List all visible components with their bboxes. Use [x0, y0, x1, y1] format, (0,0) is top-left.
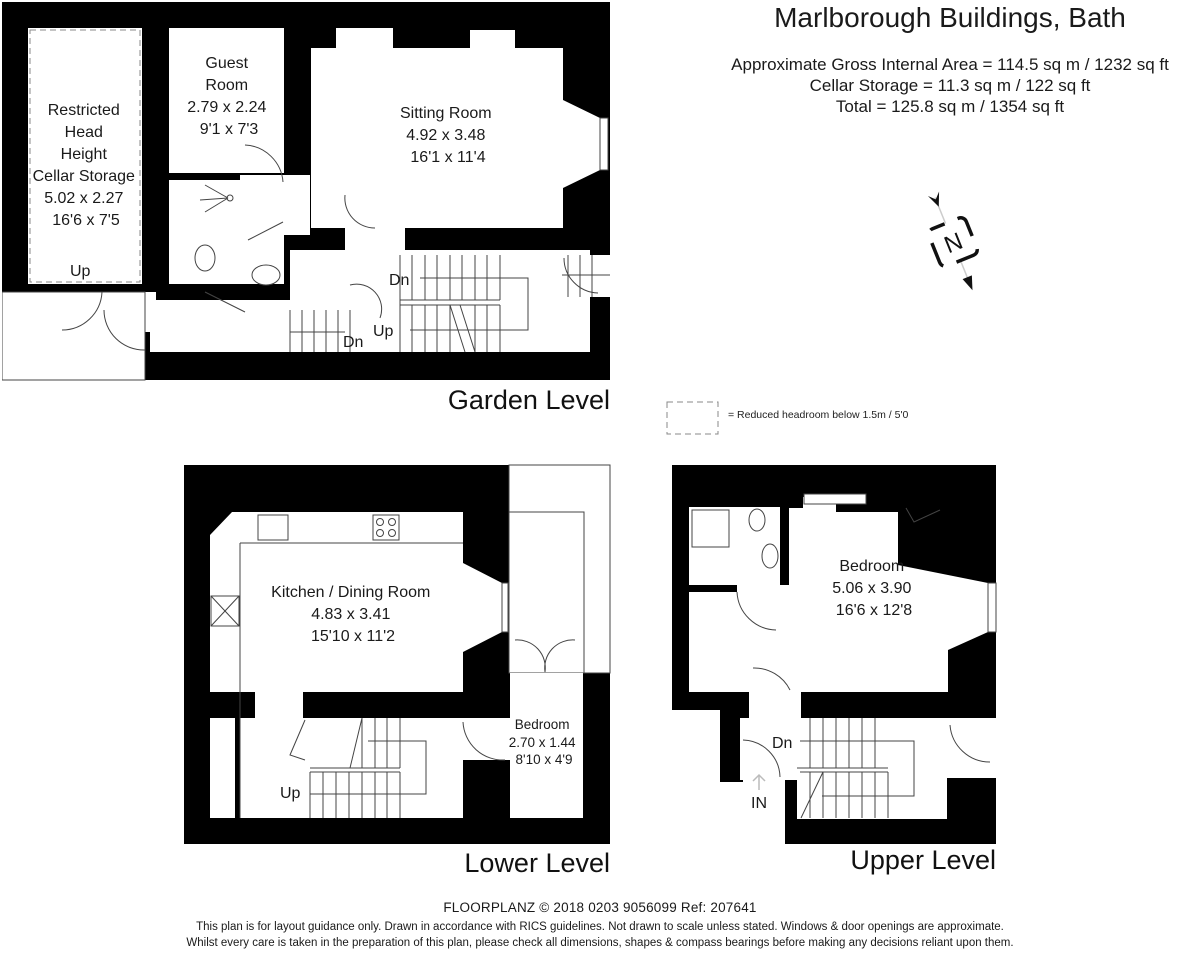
fireplace-icon [803, 493, 867, 505]
basin-icon [251, 264, 281, 286]
sitting-room-label: Sitting Room 4.92 x 3.48 16'1 x 11'4 [400, 105, 496, 166]
shower-tray-icon [691, 509, 730, 548]
lower-level-plan: Kitchen / Dining Room 4.83 x 3.41 15'10 … [184, 464, 611, 878]
kitchen-counter [239, 542, 463, 818]
garden-level-plan: Restricted Head Height Cellar Storage 5.… [0, 2, 610, 415]
upper-basin-icon [761, 543, 779, 569]
lower-doors [462, 639, 576, 761]
entrance-arrow-icon [752, 773, 766, 790]
hob-icon [372, 514, 400, 541]
legend-dashed-box-icon [666, 401, 719, 435]
kitchen-dining-room [210, 512, 502, 692]
upper-bedroom [689, 497, 988, 692]
guest-room [169, 28, 284, 173]
stair-up-cellar: Up [70, 263, 91, 280]
sitting-room [311, 28, 600, 228]
footer-brand: FLOORPLANZ © 2018 0203 9056099 Ref: 2076… [443, 900, 757, 915]
upper-level-plan: Bedroom 5.06 x 3.90 16'6 x 12'8 Dn IN Up… [672, 465, 997, 875]
sink-icon [257, 514, 289, 541]
lower-bedroom-label: Bedroom 2.70 x 1.44 8'10 x 4'9 [509, 717, 580, 767]
north-compass-icon: N [927, 191, 979, 291]
reduced-headroom-outline [29, 29, 141, 283]
kitchen-label: Kitchen / Dining Room 4.83 x 3.41 15'10 … [271, 584, 435, 645]
upper-bedroom-label: Bedroom 5.06 x 3.90 16'6 x 12'8 [832, 558, 916, 619]
lower-staircase [289, 717, 427, 818]
main-staircase [289, 255, 610, 353]
stair-dn-main: Dn [389, 272, 409, 289]
upper-toilet-icon [748, 508, 766, 532]
total-area: Total = 125.8 sq m / 1354 sq ft [835, 97, 1065, 116]
toilet-icon [194, 244, 216, 272]
footer-disclaimer-1: This plan is for layout guidance only. D… [196, 921, 1004, 933]
garden-level-label: Garden Level [448, 385, 610, 415]
stair-dn-small: Dn [343, 334, 363, 351]
shower-icon [199, 184, 234, 213]
upper-staircase [797, 718, 915, 819]
gross-internal-area: Approximate Gross Internal Area = 114.5 … [731, 55, 1169, 74]
stair-up-lower: Up [280, 785, 301, 802]
entrance-label: IN [751, 795, 767, 812]
area-summary: Approximate Gross Internal Area = 114.5 … [700, 54, 1200, 117]
cellar-storage-room [28, 28, 142, 284]
garden-doors [61, 144, 599, 351]
upper-level-label: Upper Level [850, 845, 996, 875]
stair-up-main: Up [373, 323, 394, 340]
lower-bedroom [510, 673, 583, 818]
legend-text: = Reduced headroom below 1.5m / 5'0 [728, 409, 909, 421]
stair-dn-upper: Dn [772, 735, 792, 752]
footer-disclaimer-2: Whilst every care is taken in the prepar… [186, 937, 1014, 949]
lower-level-label: Lower Level [464, 848, 610, 878]
guest-room-label: Guest Room 2.79 x 2.24 9'1 x 7'3 [187, 55, 271, 138]
upper-doors [736, 507, 991, 778]
property-title: Marlborough Buildings, Bath [774, 2, 1126, 33]
cellar-storage-area: Cellar Storage = 11.3 sq m / 122 sq ft [809, 76, 1091, 95]
cellar-label: Restricted Head Height Cellar Storage 5.… [33, 102, 140, 229]
flue-icon [210, 595, 240, 627]
